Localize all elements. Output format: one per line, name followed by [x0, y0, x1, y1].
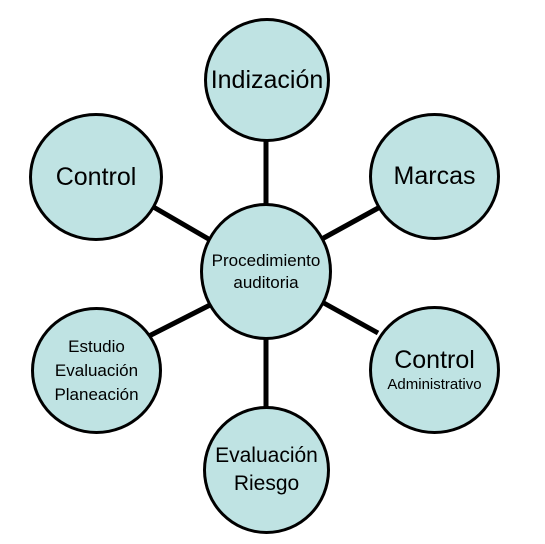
- node-control-administrativo: Control Administrativo: [369, 306, 500, 434]
- node-control-label: Control: [55, 162, 137, 191]
- node-procedimiento-auditoria: Procedimiento auditoria: [200, 203, 332, 340]
- node-estudio-line3: Planeación: [54, 384, 139, 404]
- node-evaluacion-riesgo: Evaluación Riesgo: [203, 406, 330, 534]
- node-control-admin-line1: Control: [394, 345, 475, 374]
- node-evaluacion-line2: Riesgo: [233, 472, 300, 495]
- node-evaluacion-line1: Evaluación: [215, 444, 318, 467]
- node-indizacion-label: Indización: [210, 65, 324, 94]
- node-control-admin-line2: Administrativo: [387, 375, 482, 393]
- connector-left: [147, 301, 214, 339]
- node-estudio-line2: Evaluación: [54, 360, 139, 380]
- node-control-top-left: Control: [29, 113, 163, 241]
- connector-top-left: [148, 202, 214, 244]
- node-center-line2: auditoria: [233, 272, 299, 292]
- node-estudio-line1: Estudio: [68, 336, 125, 356]
- node-marcas-label: Marcas: [393, 162, 476, 190]
- connector-right: [320, 299, 380, 336]
- connector-top-right: [318, 204, 382, 243]
- node-marcas: Marcas: [369, 113, 500, 240]
- node-estudio-evaluacion-planeacion: Estudio Evaluación Planeación: [31, 307, 162, 434]
- node-indizacion: Indización: [204, 18, 330, 142]
- node-center-line1: Procedimiento: [211, 250, 321, 270]
